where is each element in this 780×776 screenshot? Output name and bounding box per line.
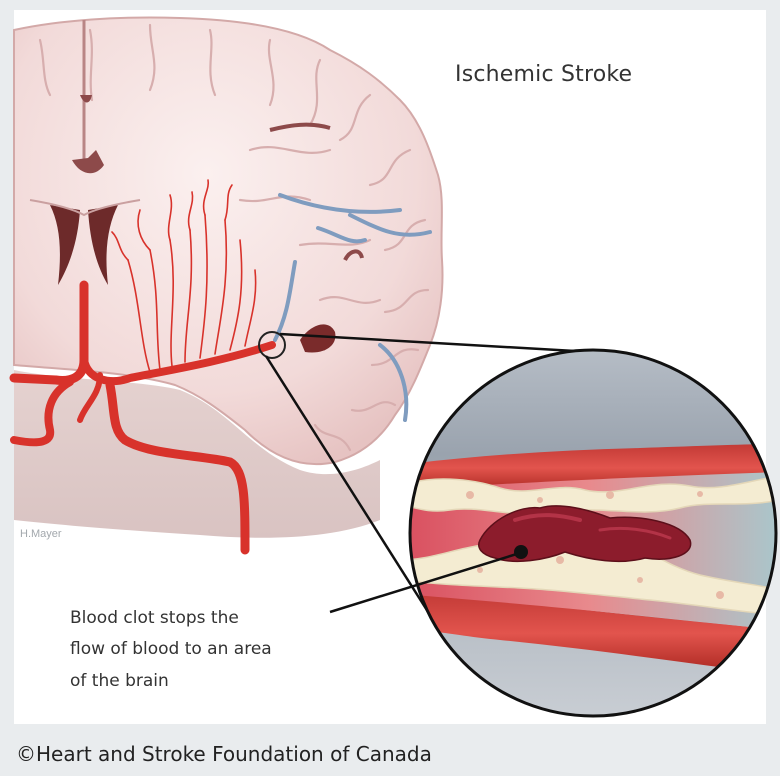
- caption-line-1: Blood clot stops the: [70, 603, 370, 634]
- caption-line-2: flow of blood to an area: [70, 634, 370, 665]
- diagram-title: Ischemic Stroke: [455, 62, 632, 87]
- copyright-credit: ©Heart and Stroke Foundation of Canada: [16, 742, 432, 766]
- artist-signature: H.Mayer: [20, 528, 62, 540]
- caption: Blood clot stops the flow of blood to an…: [70, 603, 370, 697]
- caption-line-3: of the brain: [70, 666, 370, 697]
